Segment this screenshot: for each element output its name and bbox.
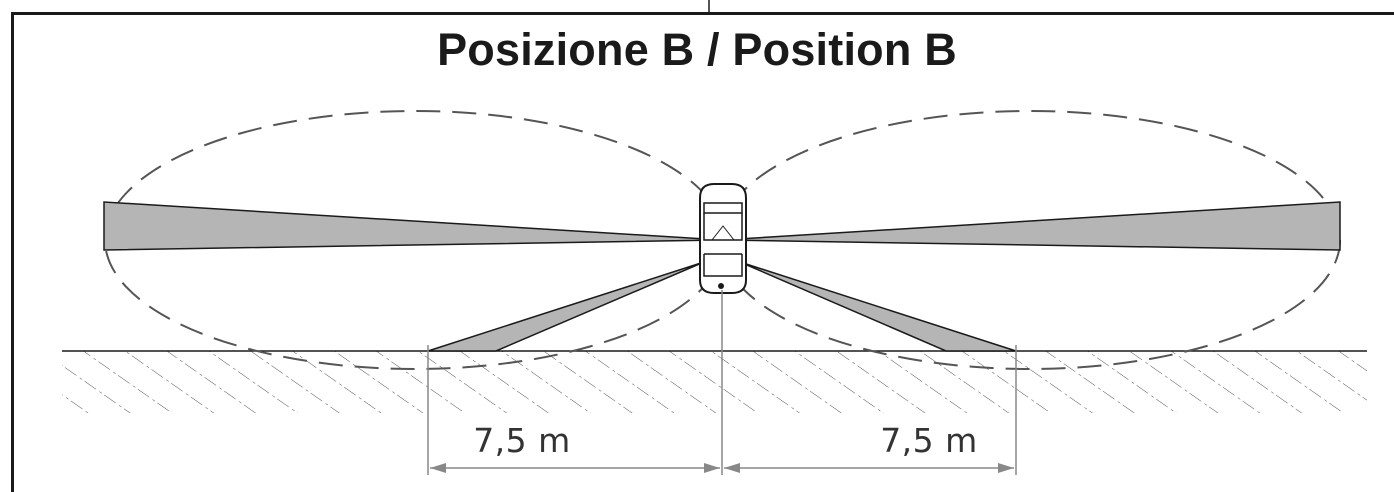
dimension-lines: [427, 290, 1017, 475]
right-distance-label: 7,5 m: [880, 421, 978, 460]
diagram-frame: [11, 12, 1394, 492]
sensor-device: [699, 183, 747, 294]
right-horizontal-beam: [721, 201, 1341, 251]
diagram-title: Posizione B / Position B: [437, 24, 957, 75]
left-distance-label: 7,5 m: [473, 421, 571, 460]
left-horizontal-beam: [103, 201, 723, 251]
ground-hatch: [62, 351, 1367, 413]
left-ground-beam: [427, 261, 705, 352]
right-ground-beam: [739, 261, 1017, 352]
